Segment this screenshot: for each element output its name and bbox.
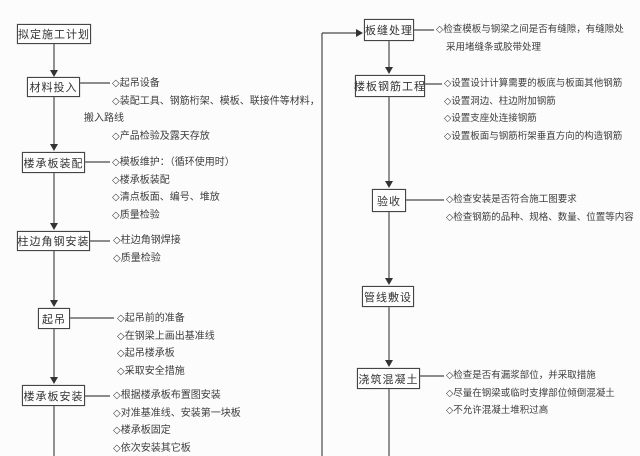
flow-step-seam-treatment: 板缝处理 — [364, 19, 414, 41]
notes-slab-rebar: ◇设置设计计算需要的板底与板面其他钢筋 ◇设置洞边、柱边附加钢筋 ◇设置支座处连… — [444, 75, 622, 145]
flow-step-acceptance: 验收 — [372, 189, 406, 212]
flow-step-deck-install: 楼承板安装 — [22, 385, 85, 406]
notes-material-input: ◇起吊设备 ◇装配工具、钢筋桁架、模板、联接件等材料， 搬入路线 ◇产品检验及露… — [84, 75, 320, 145]
note-item: ◇采取安全措施 — [117, 365, 185, 377]
flow-step-pipeline-laying: 管线敷设 — [362, 286, 414, 307]
notes-lifting: ◇起吊前的准备 ◇在钢梁上画出基准线 ◇起吊楼承板 ◇采取安全措施 — [117, 310, 215, 380]
note-item: ◇设置板面与钢筋桁架垂直方向的构造钢筋 — [444, 130, 623, 142]
note-item: ◇起吊前的准备 — [117, 313, 185, 324]
note-item: ◇起吊设备 — [112, 78, 160, 89]
note-item: ◇在钢梁上画出基准线 — [117, 330, 215, 342]
notes-acceptance: ◇检查安装是否符合施工图要求 ◇检查钢筋的品种、规格、数量、位置等内容 — [446, 191, 634, 226]
note-item: ◇质量检验 — [113, 252, 161, 264]
flow-step-pour-concrete: 浇筑混凝土 — [357, 368, 420, 389]
flow-step-material-input: 材料投入 — [27, 77, 80, 97]
notes-deck-install: ◇根据楼承板布置图安装 ◇对准基准线、安装第一块板 ◇楼承板固定 ◇依次安装其它… — [113, 387, 241, 456]
note-item: ◇清点板面、编号、堆放 — [112, 192, 220, 203]
line-feedback-to-seam-treatment — [321, 29, 363, 456]
note-item: ◇依次安装其它板 — [113, 442, 191, 454]
arrow-plan-to-material — [50, 44, 58, 77]
note-item-continuation: 采用堵缝条或胶带处理 — [446, 41, 542, 53]
arrow-acceptance-to-pipeline — [385, 212, 393, 285]
note-item: ◇设置设计计算需要的板底与板面其他钢筋 — [444, 78, 623, 89]
arrow-angle-steel-to-lifting — [50, 251, 58, 307]
arrow-rebar-to-acceptance — [385, 97, 393, 188]
note-item: ◇产品检验及露天存放 — [112, 130, 210, 142]
notes-deck-assembly: ◇模板维护：（循环使用时） ◇楼承板装配 ◇清点板面、编号、堆放 ◇质量检验 — [112, 154, 235, 224]
note-item: ◇根据楼承板布置图安装 — [113, 390, 221, 401]
notes-seam-treatment: ◇检查模板与钢梁之间是否有缝隙，有缝隙处 采用堵缝条或胶带处理 — [436, 21, 624, 56]
note-item: ◇不允许混凝土堆积过高 — [446, 405, 549, 416]
flow-step-lifting: 起吊 — [38, 308, 70, 329]
note-item: ◇楼承板装配 — [112, 174, 170, 186]
arrow-lifting-to-deck-install — [50, 329, 58, 384]
note-item: ◇检查安装是否符合施工图要求 — [446, 194, 577, 205]
note-item: ◇尽量在钢梁或临时支撑部位倾倒混凝土 — [446, 387, 615, 399]
note-item: ◇检查模板与钢梁之间是否有缝隙，有缝隙处 — [436, 24, 624, 35]
notes-pour-concrete: ◇检查是否有漏浆部位，并采取措施 ◇尽量在钢梁或临时支撑部位倾倒混凝土 ◇不允许… — [446, 367, 615, 420]
note-item: ◇柱边角钢焊接 — [113, 235, 181, 246]
note-item: ◇设置支座处连接钢筋 — [444, 113, 537, 124]
note-item: ◇检查钢筋的品种、规格、数量、位置等内容 — [446, 211, 634, 223]
arrow-pipeline-to-concrete — [385, 307, 393, 367]
note-item-continuation: 搬入路线 — [84, 113, 124, 124]
flow-step-slab-rebar-works: 楼板钢筋工程 — [354, 75, 425, 97]
flow-step-plan: 拟定施工计划 — [17, 24, 91, 44]
notes-angle-steel: ◇柱边角钢焊接 ◇质量检验 — [113, 232, 181, 267]
note-item: ◇对准基准线、安装第一块板 — [113, 407, 241, 419]
note-item: ◇设置洞边、柱边附加钢筋 — [444, 95, 556, 107]
note-item: ◇模板维护：（循环使用时） — [112, 157, 235, 168]
arrow-material-to-deck-assembly — [50, 97, 58, 151]
arrow-deck-assembly-to-angle-steel — [50, 173, 58, 230]
flow-step-angle-steel-install: 柱边角钢安装 — [17, 231, 90, 251]
note-item: ◇装配工具、钢筋桁架、模板、联接件等材料， — [112, 95, 320, 107]
arrow-seam-to-rebar — [385, 41, 393, 74]
note-item: ◇检查是否有漏浆部位，并采取措施 — [446, 370, 596, 381]
flow-step-deck-assembly: 楼承板装配 — [22, 152, 85, 173]
note-item: ◇质量检验 — [112, 209, 160, 221]
note-item: ◇楼承板固定 — [113, 425, 171, 436]
note-item: ◇起吊楼承板 — [117, 348, 175, 359]
